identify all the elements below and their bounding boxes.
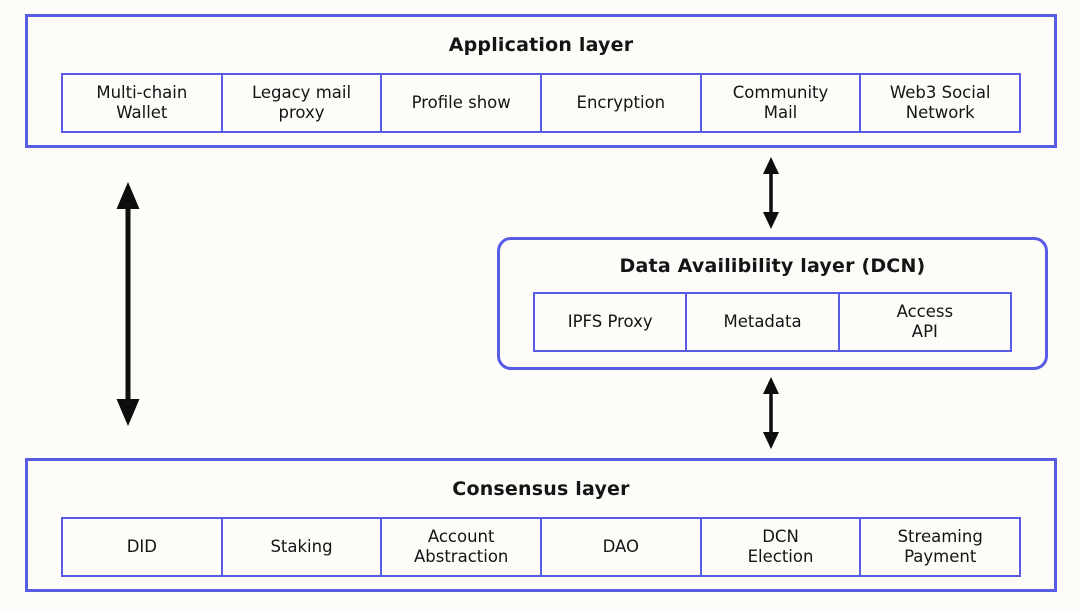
cell-metadata: Metadata <box>685 294 837 350</box>
cell-dcn-election: DCN Election <box>699 519 860 575</box>
cell-profile-show: Profile show <box>380 75 540 131</box>
application-layer-cells: Multi-chain Wallet Legacy mail proxy Pro… <box>61 73 1021 133</box>
cell-streaming-payment: Streaming Payment <box>859 519 1019 575</box>
consensus-layer-box: Consensus layer DID Staking Account Abst… <box>25 458 1057 592</box>
consensus-layer-title: Consensus layer <box>452 478 630 500</box>
app-dcn-arrow <box>763 157 779 229</box>
cell-dao: DAO <box>540 519 700 575</box>
cell-encryption: Encryption <box>540 75 700 131</box>
cell-staking: Staking <box>220 519 381 575</box>
cell-ipfs-proxy: IPFS Proxy <box>567 312 653 332</box>
cell-did: DID <box>126 537 157 557</box>
application-layer-box: Application layer Multi-chain Wallet Leg… <box>25 14 1057 148</box>
cell-web3-social-network: Web3 Social Network <box>859 75 1019 131</box>
cell-legacy-mail-proxy: Legacy mail proxy <box>220 75 381 131</box>
data-availability-layer-title: Data Availibility layer (DCN) <box>619 255 926 277</box>
cell-multi-chain-wallet: Multi-chain Wallet <box>96 83 188 122</box>
application-layer-title: Application layer <box>448 34 634 56</box>
cell-account-abstraction: Account Abstraction <box>380 519 540 575</box>
cell-community-mail: Community Mail <box>699 75 860 131</box>
dcn-consensus-arrow <box>763 377 779 449</box>
data-availability-layer-cells: IPFS Proxy Metadata Access API <box>533 292 1012 352</box>
cell-access-api: Access API <box>837 294 1010 350</box>
data-availability-layer-box: Data Availibility layer (DCN) IPFS Proxy… <box>497 237 1048 370</box>
consensus-layer-cells: DID Staking Account Abstraction DAO DCN … <box>61 517 1021 577</box>
app-consensus-arrow <box>116 182 140 426</box>
